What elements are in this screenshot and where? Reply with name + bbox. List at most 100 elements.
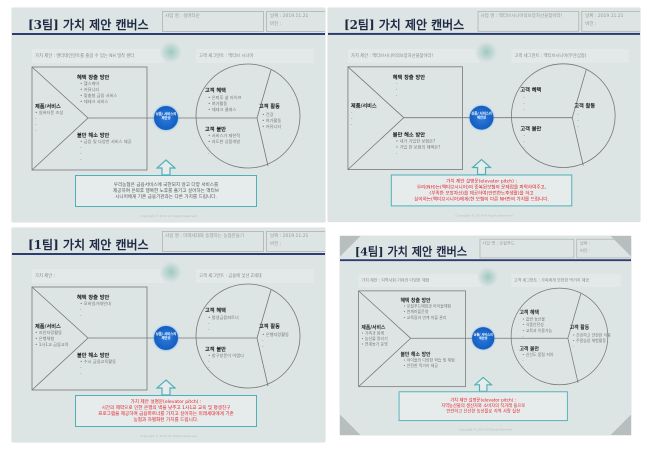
list-item: • 재테크 서비스: [80, 99, 109, 104]
list-item: • 안전한 먹거리 제공: [403, 363, 438, 369]
list-item: • 주말농장 체험활동: [572, 338, 606, 343]
jobs-list: • 은행자랑활동--: [262, 332, 289, 350]
copyright-footer: Copyright © 2019 All Rights Reserved: [139, 434, 198, 438]
jobs-label: 고객 활동: [259, 324, 280, 330]
list-item: • 가족과 함께: [361, 330, 385, 336]
value-proposition-canvas-slide: [3팀] 가치 제안 캔버스 사업 명 : 실버타운 날짜 : 2019.11.…: [12, 8, 325, 222]
list-item: -: [577, 117, 579, 123]
list-item: • 농산물 알리기: [361, 336, 388, 342]
benefit-creators-list: ---: [396, 81, 398, 99]
jobs-list: ---: [577, 112, 579, 130]
list-item: -: [80, 307, 82, 312]
elevator-pitch-box: 가치 제안 설명문(elevator pitch) :우리(NH)는(액티브시니…: [390, 174, 573, 207]
value-fit-badge: 상품/ 서비스의 제안성: [154, 106, 178, 130]
pain-relievers-label: 불만 해소 방안: [77, 133, 110, 139]
list-item: • 여가활동: [262, 118, 282, 123]
list-item: -: [80, 365, 82, 370]
benefit-creators-list: • 로컬푸드매장과 아이들체험• 연계마을운영• 교육장과 연계 마을 관리: [403, 304, 451, 321]
list-item: • 교육장과 연계 마을 관리: [403, 315, 447, 320]
list-item: • 연계농가 운영: [361, 342, 388, 347]
copyright-footer: Copyright © 2019 All Rights Reserved: [458, 427, 513, 432]
list-item: • 금융 및 다양한 서비스 제공: [80, 139, 132, 144]
value-proposition-field: 가치 제안 :: [32, 269, 164, 283]
jobs-list: • 건강• 여가활동• 커뮤니티: [262, 112, 281, 130]
list-item: -: [523, 106, 525, 112]
benefit-creators-label: 혜택 창출 방안: [77, 295, 110, 301]
list-item: • 값싼 농산물: [522, 316, 545, 322]
jobs-label: 고객 활동: [259, 104, 280, 110]
list-item: -: [208, 151, 210, 156]
list-item: -: [523, 138, 525, 144]
gains-label: 고객 혜택: [519, 310, 539, 316]
date-version-box: 날짜 : 2019.11.21 버전 :: [581, 10, 641, 32]
gains-label: 고객 혜택: [205, 308, 226, 314]
pains-list: • 창구방문이 어렵다--: [208, 353, 244, 371]
date-version-box: 날짜 : 버전 :: [576, 238, 632, 259]
list-item: -: [80, 371, 82, 376]
products-list: • 지인자랑활동• 은행체험• 1사1교 금융교육: [35, 330, 69, 348]
list-item: -: [35, 122, 37, 127]
pain-relievers-label: 불만 해소 방안: [77, 353, 110, 359]
business-name-box: 사업 명 : 실버타운: [162, 11, 264, 32]
pain-relievers-list: • 수시 금융교육활동--: [80, 359, 116, 377]
pains-label: 고객 불만: [205, 127, 226, 133]
list-item: • 신선도 품질 저하: [522, 352, 554, 357]
copyright-footer: Copyright © 2019 All Rights Reserved: [455, 213, 513, 218]
pitch-line: 가치 제안 설명문(elevator pitch) :: [450, 398, 517, 404]
pitch-line: 우리(NH)는(액티브시니어)의 중복된보험의 문제점을 파악하여주고,: [416, 185, 547, 191]
list-item: -: [572, 343, 574, 349]
value-proposition-canvas-slide: [1팀] 가치 제안 캔버스 사업 명 : 미래세대와 동행하는 농협만들기 날…: [12, 228, 325, 442]
list-item: • 건강: [262, 112, 274, 117]
gains-list: • 값싼 농산물• 식품안전성• 교육과 이용가능-: [522, 317, 552, 339]
list-item: -: [395, 150, 398, 156]
list-item: -: [80, 157, 82, 162]
pitch-line: 시니어에게 기존 금융기관과는 다른 가치를 드립니다.: [115, 195, 217, 200]
version-text: 버전 :: [270, 242, 282, 247]
gains-list: • 평생금융파트너--: [208, 315, 239, 333]
arrow-up-icon: [471, 158, 492, 176]
gains-label: 고객 혜택: [205, 88, 226, 94]
list-item: • 수시 금융교육활동: [80, 359, 116, 364]
jobs-label: 고객 활동: [574, 103, 596, 110]
pains-list: ---: [523, 133, 525, 151]
slide-title: [3팀] 가치 제안 캔버스: [28, 18, 149, 32]
list-item: • 로컬푸드매장과 아이들체험: [403, 303, 452, 309]
pain-relievers-label: 불만 해소 방안: [400, 352, 431, 358]
list-item: -: [577, 111, 579, 117]
pitch-line: 가치 제안 설명문(elevator pitch) :: [446, 179, 517, 185]
products-label: 제품/서비스: [361, 325, 386, 331]
slide-title: [4팀] 가치 제안 캔버스: [354, 245, 468, 259]
value-proposition-field: 가치 제안 : 엔터테인먼트를 즐길 수 있는 NH 밀착 센터: [32, 49, 164, 63]
date-version-box: 날짜 : 2019.11.21 버전 :: [266, 11, 325, 32]
list-item: -: [208, 145, 210, 150]
list-item: • 1사1교 금융교육: [35, 342, 69, 347]
pitch-line: 가치 제안 설명문(elevator pitch) :: [130, 400, 202, 405]
pains-label: 고객 불만: [519, 346, 539, 353]
list-item: -: [523, 132, 525, 138]
list-item: • 연계마을운영: [403, 309, 429, 315]
list-item: • 창구방문이 어렵다: [208, 353, 244, 358]
list-item: • 아이들의 다양한 학습 및 체험: [403, 357, 455, 363]
list-item: -: [262, 338, 264, 343]
benefit-creators-label: 혜택 창출 방안: [77, 75, 110, 81]
header-divider: [328, 32, 641, 35]
list-item: • 커뮤니티: [262, 124, 282, 129]
products-label: 제품/서비스: [350, 103, 377, 110]
pain-relievers-list: • 내가 가입한 보험은?• 가입 한 보험의 혜택은?-: [396, 139, 441, 157]
list-item: -: [350, 109, 353, 115]
list-item: • 모바일거래안내: [80, 301, 111, 306]
date-text: 날짜 : 2019.11.21: [270, 234, 309, 239]
slide-title: [2팀] 가치 제안 캔버스: [343, 17, 465, 32]
business-name-box: 사업 명 : 미래세대와 동행하는 농협만들기: [162, 231, 264, 252]
glow-decoration: [160, 261, 182, 283]
list-item: • 식품안전성: [522, 322, 544, 328]
gains-label: 고객 혜택: [520, 87, 542, 94]
products-list: ---: [351, 110, 353, 128]
glow-decoration: [475, 40, 498, 63]
version-text: 버전 :: [585, 21, 597, 27]
list-item: -: [208, 365, 210, 370]
products-label: 제품/서비스: [35, 104, 61, 110]
benefit-creators-list: • 헬스케어• 커뮤니티• 맞춤형 금융 서비스• 재테크 서비스: [80, 81, 117, 105]
customer-segment-field: 고객 세그먼트 : 액티브시니어(무관심형): [511, 48, 630, 63]
